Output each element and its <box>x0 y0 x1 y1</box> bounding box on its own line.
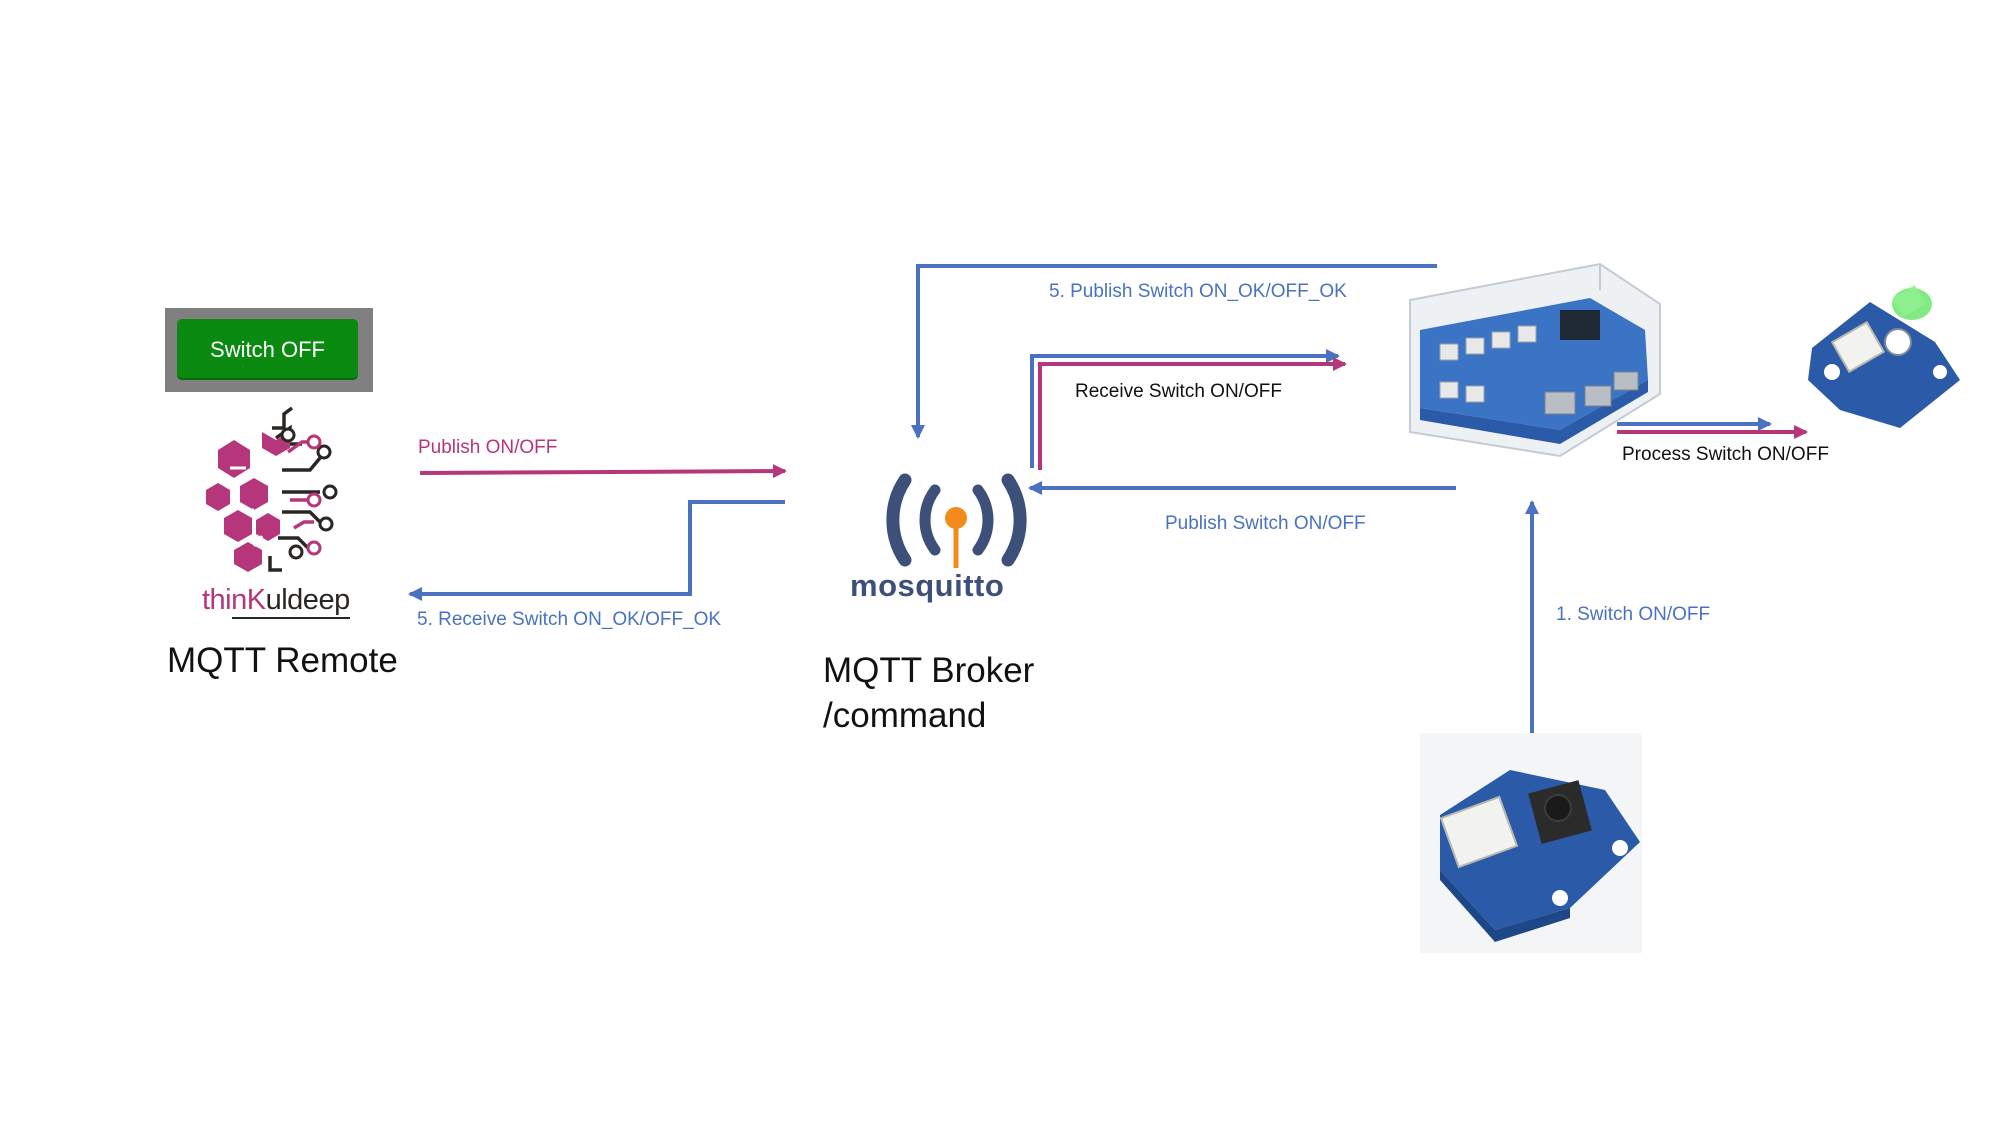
arrow-receive-ok <box>408 500 785 601</box>
brand-wordmark-part-2: K <box>246 584 266 616</box>
label-receive-switch: Receive Switch ON/OFF <box>1075 381 1282 402</box>
arrow-receive-switch-blue <box>1030 349 1340 468</box>
label-publish-ok: 5. Publish Switch ON_OK/OFF_OK <box>1049 281 1347 302</box>
button-module-icon <box>1420 733 1642 953</box>
label-receive-ok: 5. Receive Switch ON_OK/OFF_OK <box>417 609 722 630</box>
label-switch-on-off: 1. Switch ON/OFF <box>1556 604 1711 625</box>
brain-circuit-icon <box>206 406 338 572</box>
mosquitto-logo-text: mosquitto <box>850 568 1005 603</box>
arrow-receive-switch-magenta <box>1038 357 1347 470</box>
label-publish-on-off: Publish ON/OFF <box>418 437 558 458</box>
switch-off-button[interactable]: Switch OFF <box>177 319 358 380</box>
label-publish-switch: Publish Switch ON/OFF <box>1165 513 1366 534</box>
mosquitto-center-icon <box>945 507 967 568</box>
label-process-switch: Process Switch ON/OFF <box>1622 444 1829 465</box>
brand-wordmark-part-3: uldeep <box>265 584 351 616</box>
brand-wordmark-part-1: thin <box>202 584 247 616</box>
mosquitto-antenna-icon <box>886 473 1027 567</box>
led-module-icon <box>1808 284 1960 428</box>
arrow-publish-ok <box>911 264 1437 439</box>
switch-button-frame: Switch OFF <box>165 308 373 392</box>
broker-topic: /command <box>823 696 987 735</box>
brand-wordmark: thinKuldeep <box>202 584 350 617</box>
broker-title: MQTT Broker <box>823 651 1035 690</box>
brand-underline <box>232 617 350 619</box>
raspberry-pi-board-icon <box>1409 262 1661 458</box>
arrow-publish-on-off <box>419 464 787 479</box>
mqtt-remote-title: MQTT Remote <box>167 641 398 680</box>
